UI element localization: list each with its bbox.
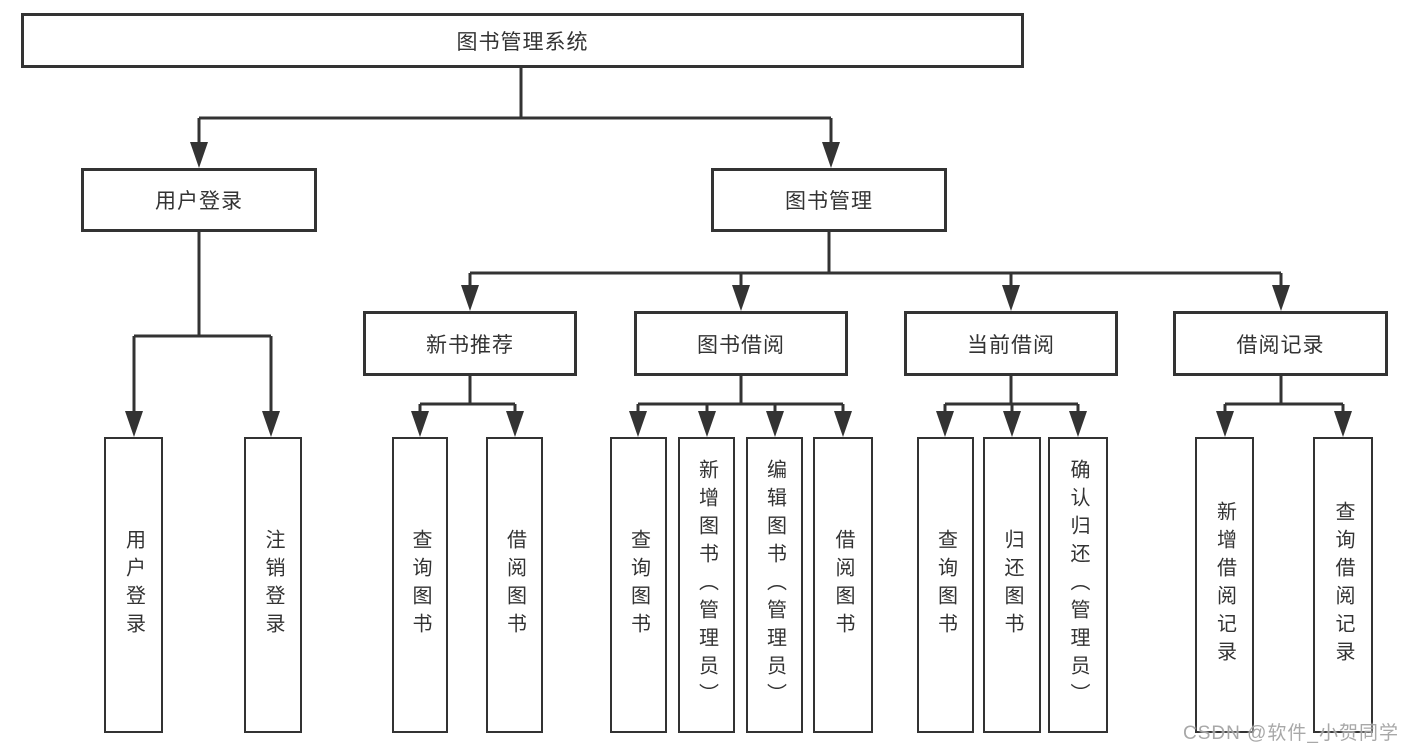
node-root: 图书管理系统 — [21, 13, 1024, 68]
connector-borrowing-to-leaves — [636, 376, 845, 415]
leaf-query-books-borrowing-label: 查询图书 — [627, 529, 650, 641]
node-user-login-label: 用户登录 — [155, 190, 243, 213]
arrow-down-icon — [822, 142, 840, 168]
connector-root-to-level2 — [197, 68, 833, 148]
arrow-down-icon — [1002, 285, 1020, 311]
connector-userlogin-to-leaves — [132, 232, 273, 415]
arrow-down-icon — [1334, 411, 1352, 437]
leaf-edit-books-admin-label: 编辑图书（管理员） — [763, 459, 786, 711]
node-book-borrowing-label: 图书借阅 — [697, 333, 785, 357]
leaf-query-borrow-record: 查询借阅记录 — [1313, 437, 1373, 733]
node-borrowing-records-label: 借阅记录 — [1236, 333, 1325, 357]
arrows-current — [936, 411, 1087, 437]
leaf-add-borrow-record: 新增借阅记录 — [1195, 437, 1254, 733]
node-book-management: 图书管理 — [711, 168, 947, 232]
leaf-add-books-admin-label: 新增图书（管理员） — [695, 459, 718, 711]
leaf-query-books-current: 查询图书 — [917, 437, 974, 733]
node-book-management-label: 图书管理 — [785, 190, 873, 213]
node-current-borrowing-label: 当前借阅 — [967, 333, 1055, 357]
arrow-down-icon — [1069, 411, 1087, 437]
leaf-query-books-borrowing: 查询图书 — [610, 437, 667, 733]
leaf-borrow-books-recommend: 借阅图书 — [486, 437, 543, 733]
connector-newbooks-to-leaves — [418, 376, 517, 415]
arrow-down-icon — [1272, 285, 1290, 311]
arrow-down-icon — [411, 411, 429, 437]
arrow-down-icon — [190, 142, 208, 168]
node-new-book-recommend-label: 新书推荐 — [426, 333, 514, 357]
arrow-down-icon — [936, 411, 954, 437]
leaf-logout: 注销登录 — [244, 437, 302, 733]
arrow-down-icon — [732, 285, 750, 311]
leaf-query-borrow-record-label: 查询借阅记录 — [1332, 501, 1354, 669]
arrow-down-icon — [1216, 411, 1234, 437]
arrows-level3 — [461, 285, 1290, 311]
arrows-records — [1216, 411, 1352, 437]
arrows-level2 — [190, 142, 840, 168]
leaf-logout-label: 注销登录 — [262, 529, 284, 641]
leaf-add-borrow-record-label: 新增借阅记录 — [1213, 501, 1236, 669]
arrows-borrowing — [629, 411, 852, 437]
leaf-edit-books-admin: 编辑图书（管理员） — [746, 437, 803, 733]
arrows-newbooks — [411, 411, 524, 437]
connector-bookmgmt-to-level3 — [468, 232, 1283, 292]
leaf-borrow-books-label: 借阅图书 — [832, 529, 854, 641]
leaf-return-books-label: 归还图书 — [1001, 529, 1023, 641]
arrows-userlogin — [125, 411, 280, 437]
arrow-down-icon — [1003, 411, 1021, 437]
node-book-borrowing: 图书借阅 — [634, 311, 848, 376]
leaf-borrow-books: 借阅图书 — [813, 437, 873, 733]
node-user-login: 用户登录 — [81, 168, 317, 232]
arrow-down-icon — [629, 411, 647, 437]
arrow-down-icon — [125, 411, 143, 437]
leaf-confirm-return-admin-label: 确认归还（管理员） — [1067, 459, 1089, 711]
arrow-down-icon — [834, 411, 852, 437]
node-current-borrowing: 当前借阅 — [904, 311, 1118, 376]
leaf-confirm-return-admin: 确认归还（管理员） — [1048, 437, 1108, 733]
leaf-return-books: 归还图书 — [983, 437, 1041, 733]
leaf-user-login-label: 用户登录 — [122, 529, 145, 641]
csdn-watermark: CSDN @软件_小贺同学 — [1183, 723, 1399, 744]
node-new-book-recommend: 新书推荐 — [363, 311, 577, 376]
connector-records-to-leaves — [1223, 376, 1345, 415]
leaf-query-books-current-label: 查询图书 — [934, 529, 957, 641]
leaf-query-books-recommend: 查询图书 — [392, 437, 448, 733]
node-borrowing-records: 借阅记录 — [1173, 311, 1388, 376]
leaf-query-books-recommend-label: 查询图书 — [409, 529, 431, 641]
leaf-user-login: 用户登录 — [104, 437, 163, 733]
leaf-add-books-admin: 新增图书（管理员） — [678, 437, 735, 733]
arrow-down-icon — [506, 411, 524, 437]
leaf-borrow-books-recommend-label: 借阅图书 — [503, 529, 526, 641]
arrow-down-icon — [766, 411, 784, 437]
connector-current-to-leaves — [943, 376, 1080, 415]
arrow-down-icon — [698, 411, 716, 437]
arrow-down-icon — [461, 285, 479, 311]
arrow-down-icon — [262, 411, 280, 437]
node-root-label: 图书管理系统 — [456, 30, 589, 54]
